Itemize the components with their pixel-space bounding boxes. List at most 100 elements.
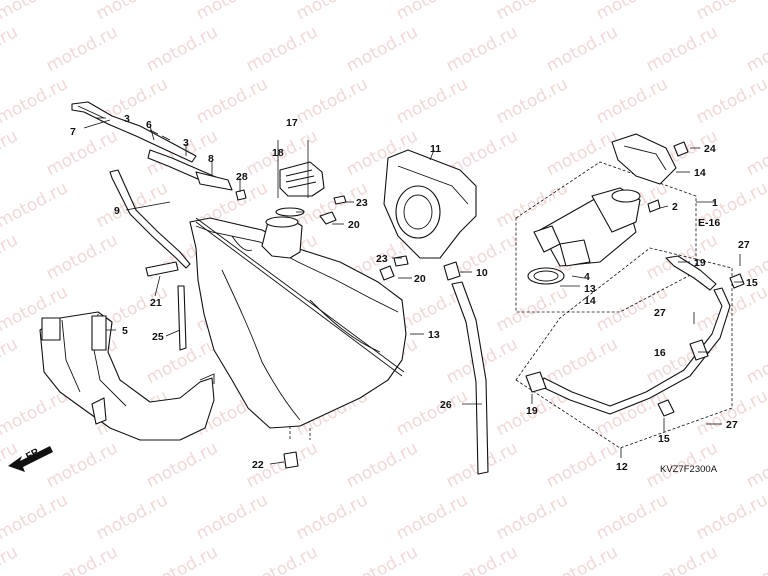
watermark-text: motod.ru [593, 490, 671, 544]
watermark-text: motod.ru [0, 178, 71, 232]
callout-9: 9 [114, 205, 120, 217]
fuel-pump-module [515, 161, 697, 313]
overflow-hose [109, 169, 191, 269]
callout-21: 21 [150, 297, 162, 309]
drain-hose-assembly [443, 261, 489, 475]
watermark-text: motod.ru [43, 126, 121, 180]
callout-16: 16 [654, 347, 666, 359]
callout-1: 1 [712, 197, 718, 209]
watermark-text: motod.ru [43, 438, 121, 492]
fuel-feed-hose [515, 247, 745, 449]
watermark-text: motod.ru [543, 126, 621, 180]
watermark-text: motod.ru [143, 542, 221, 576]
callout-27: 27 [738, 239, 750, 251]
watermark-text: motod.ru [0, 22, 21, 76]
callout-5: 5 [122, 325, 128, 337]
callout-20b: 20 [414, 273, 426, 285]
callout-numbers: 3 7 6 3 8 9 28 21 25 5 17 18 23 20 13 11… [70, 113, 758, 475]
callout-13b: 13 [584, 283, 596, 295]
breather-tubes [71, 101, 233, 191]
watermark-text: motod.ru [43, 542, 121, 576]
watermark-text: motod.ru [593, 74, 671, 128]
callout-28: 28 [236, 171, 248, 183]
watermark-text: motod.ru [493, 74, 571, 128]
watermark-text: motod.ru [543, 438, 621, 492]
watermark-text: motod.ru [593, 0, 671, 24]
watermark-text: motod.ru [0, 334, 21, 388]
callout-15: 15 [746, 277, 758, 289]
watermark-text: motod.ru [693, 282, 768, 336]
watermark-text: motod.ru [743, 438, 768, 492]
callout-6: 6 [146, 119, 152, 131]
watermark-text: motod.ru [543, 334, 621, 388]
callout-27c: 27 [726, 419, 738, 431]
callout-10: 10 [476, 267, 488, 279]
watermark-text: motod.ru [693, 386, 768, 440]
inner-cover-panel [39, 311, 215, 441]
watermark-text: motod.ru [643, 230, 721, 284]
callout-22: 22 [252, 459, 264, 471]
callout-14b: 14 [584, 295, 596, 307]
watermark-text: motod.ru [743, 126, 768, 180]
watermark-text: motod.ru [193, 490, 271, 544]
watermark-text: motod.ru [0, 386, 71, 440]
watermark-text: motod.ru [693, 0, 768, 24]
watermark-text: motod.ru [393, 74, 471, 128]
callout-18: 18 [272, 147, 284, 159]
watermark-text: motod.ru [93, 0, 171, 24]
watermark-text: motod.ru [0, 542, 21, 576]
watermark-text: motod.ru [643, 542, 721, 576]
watermark-text: motod.ru [193, 74, 271, 128]
pump-retainer-plate [611, 133, 689, 185]
watermark-text: motod.ru [243, 22, 321, 76]
callout-4: 4 [584, 271, 590, 283]
watermark-text: motod.ru [0, 230, 21, 284]
watermark-text: motod.ru [293, 0, 371, 24]
callout-19b: 19 [526, 405, 538, 417]
watermark-text: motod.ru [193, 0, 271, 24]
callout-14: 14 [694, 167, 706, 179]
callout-11: 11 [430, 143, 441, 155]
mounting-bolts-upper [319, 195, 409, 281]
front-direction-arrow: FR. [8, 445, 53, 472]
watermark-text: motod.ru [393, 0, 471, 24]
callout-2: 2 [672, 201, 678, 213]
watermark-text: motod.ru [243, 542, 321, 576]
watermark-text: motod.ru [0, 0, 71, 24]
callout-3b: 3 [183, 137, 189, 149]
watermark-text: motod.ru [543, 542, 621, 576]
watermark-text: motod.ru [493, 282, 571, 336]
watermark-text: motod.ru [743, 22, 768, 76]
drawing-code: KVZ7F2300A [660, 464, 718, 475]
watermark-text: motod.ru [143, 438, 221, 492]
watermark-text: motod.ru [743, 542, 768, 576]
callout-23: 23 [356, 197, 368, 209]
callout-15b: 15 [658, 433, 670, 445]
direction-label: FR. [24, 445, 44, 462]
watermark-text: motod.ru [393, 386, 471, 440]
callout-8: 8 [208, 153, 214, 165]
watermark-text: motod.ru [743, 334, 768, 388]
callout-24: 24 [704, 143, 716, 155]
fuel-tank [189, 216, 407, 440]
watermark-text: motod.ru [93, 490, 171, 544]
watermark-text: motod.ru [543, 22, 621, 76]
watermark-text: motod.ru [393, 490, 471, 544]
callout-12: 12 [616, 461, 628, 473]
watermark-text: motod.ru [0, 126, 21, 180]
watermark-text: motod.ru [143, 22, 221, 76]
callout-17: 17 [286, 117, 298, 129]
watermark-text: motod.ru [643, 22, 721, 76]
watermark-text: motod.ru [343, 438, 421, 492]
hose-clamp [145, 261, 179, 277]
canister-cover [383, 149, 477, 259]
watermark-text: motod.ru [693, 74, 768, 128]
watermark-text: motod.ru [493, 490, 571, 544]
watermark-text: motod.ru [493, 0, 571, 24]
drain-tube [177, 285, 187, 351]
callout-20: 20 [348, 219, 360, 231]
watermark-text: motod.ru [443, 542, 521, 576]
callout-7: 7 [70, 126, 76, 138]
